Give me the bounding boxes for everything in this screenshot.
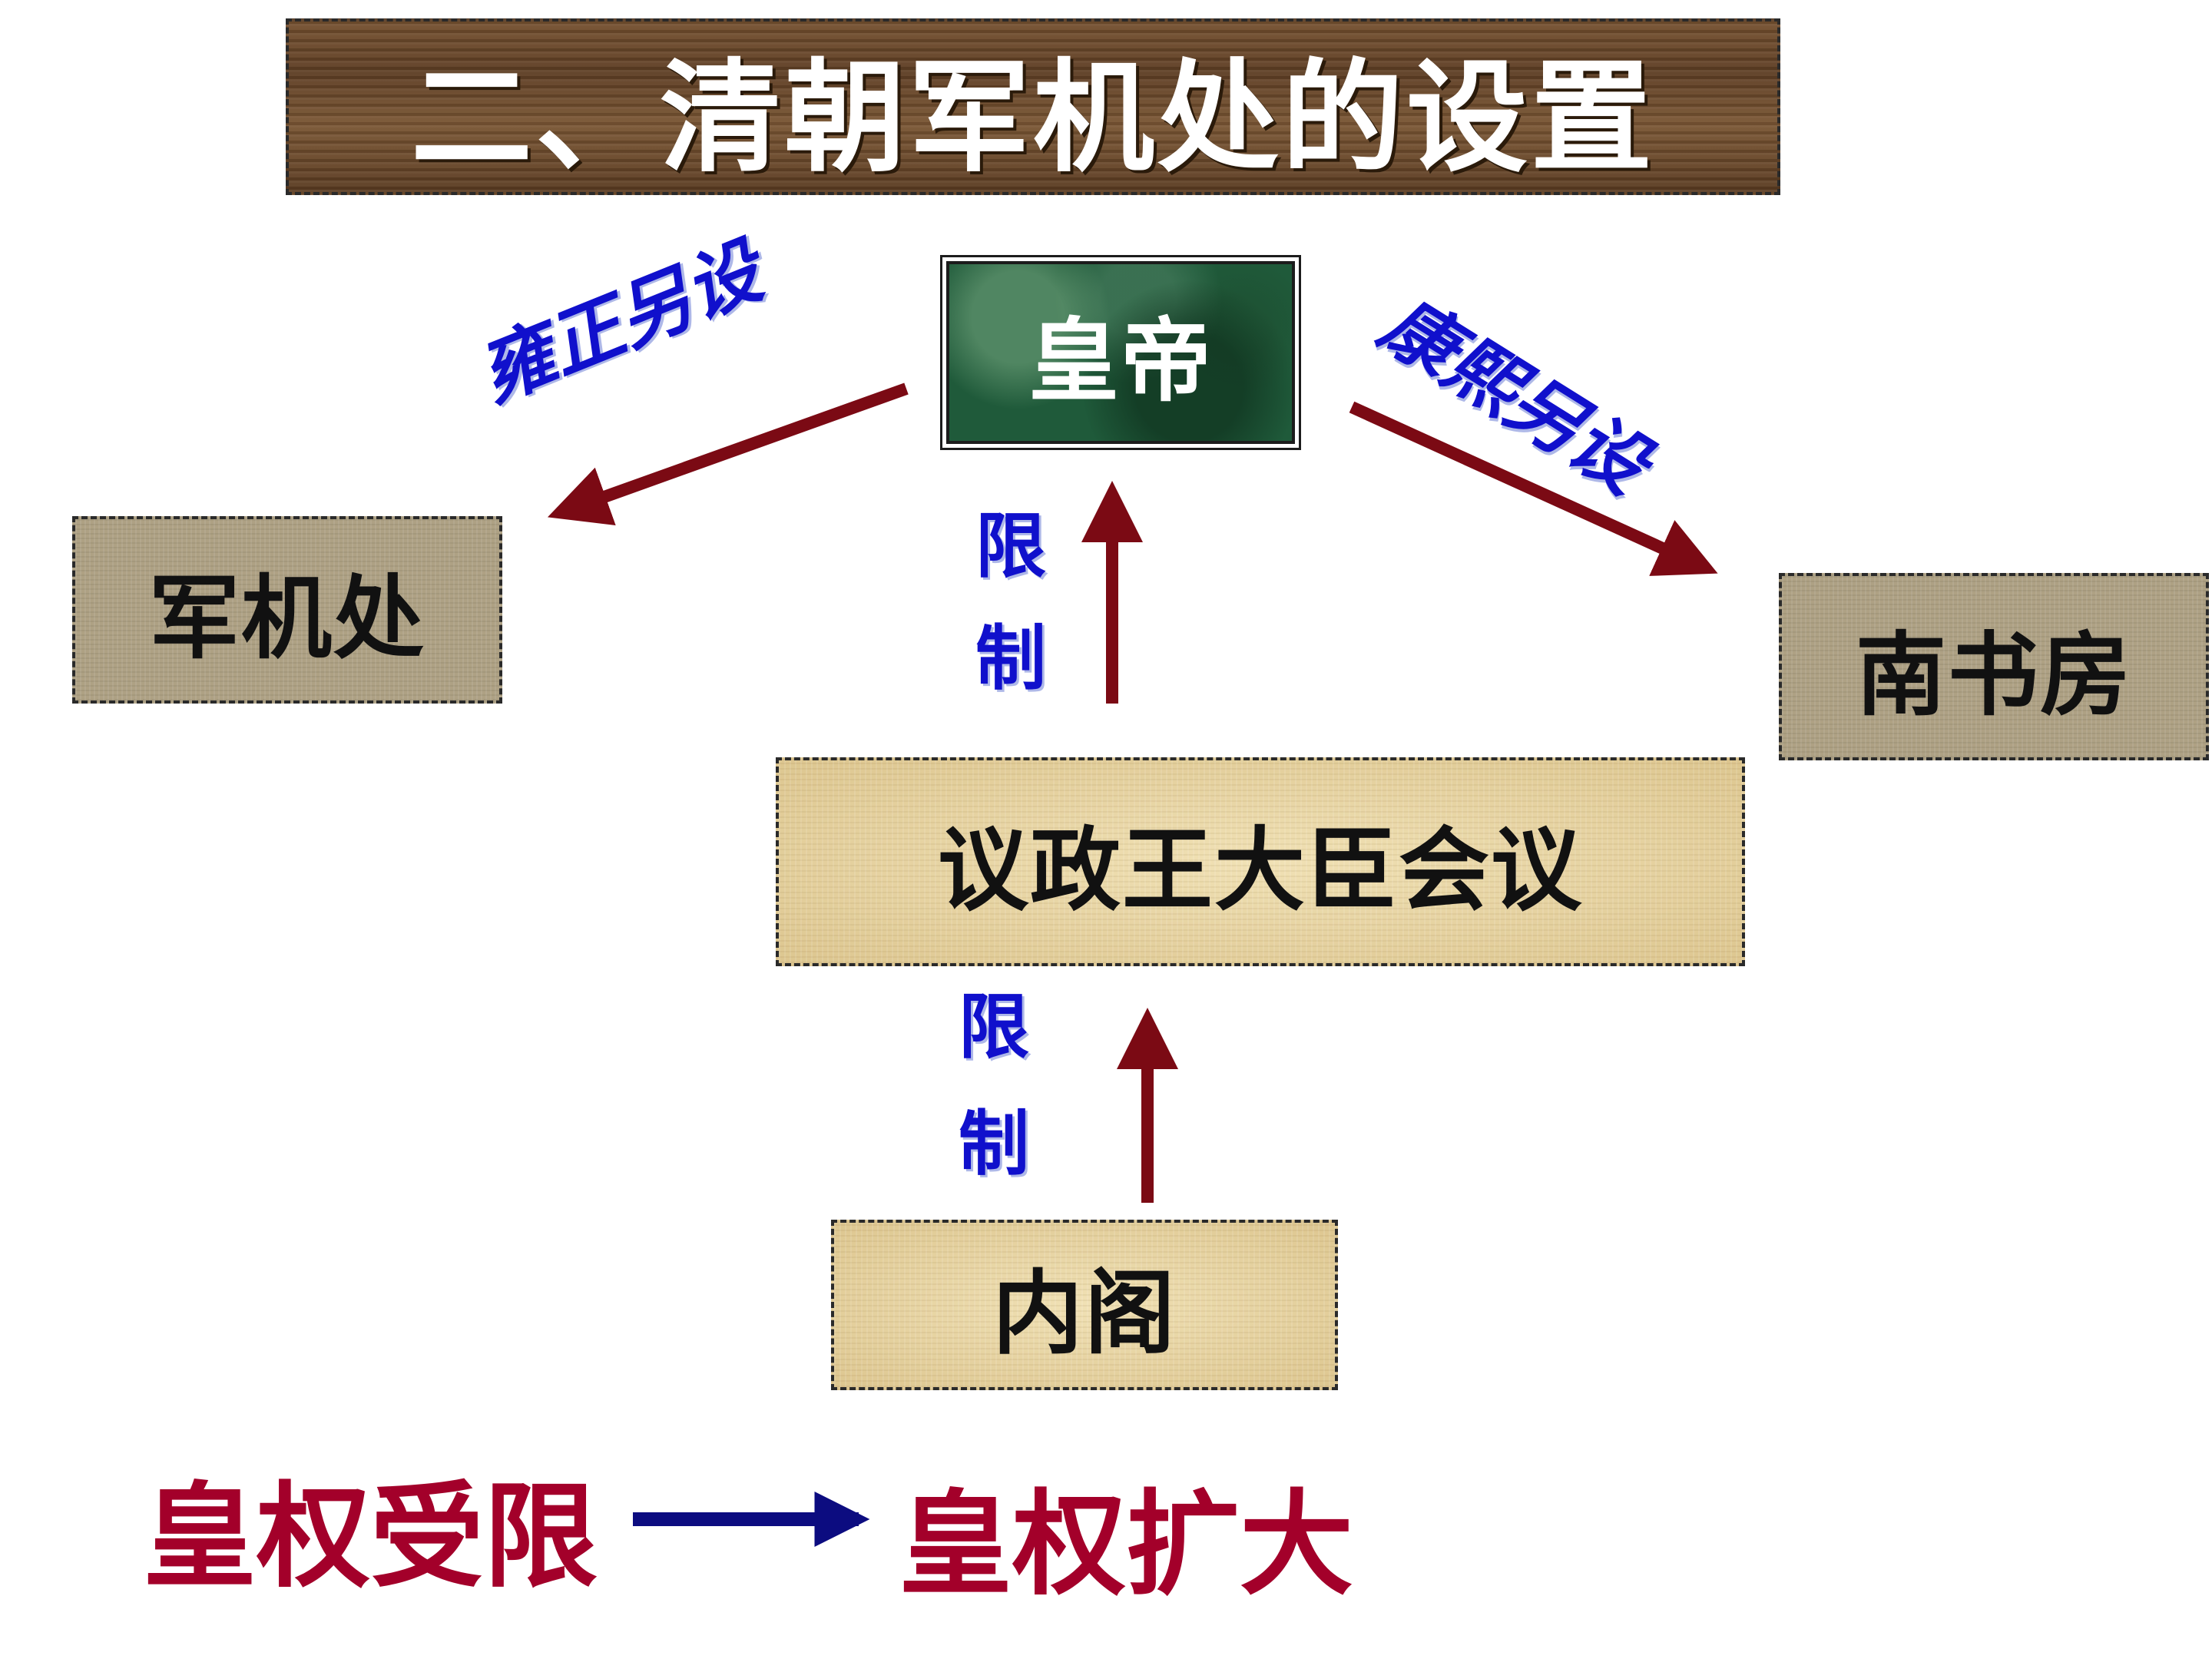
node-neige: 内阁 [831, 1220, 1338, 1390]
node-nanshufang: 南书房 [1779, 573, 2209, 760]
label-limit-bottom-2: 制 [959, 1103, 1030, 1185]
node-yizheng-council: 议政王大臣会议 [776, 757, 1745, 966]
arrow-emperor-to-junjichu [547, 382, 909, 526]
conclusion-before: 皇权受限 [143, 1471, 598, 1603]
node-emperor: 皇帝 [940, 255, 1301, 450]
title-banner: 二、清朝军机处的设置 [286, 18, 1780, 195]
node-nanshufang-label: 南书房 [1855, 621, 2132, 728]
label-limit-bottom-1: 限 [959, 986, 1030, 1068]
node-neige-label: 内阁 [992, 1260, 1177, 1366]
node-junjichu-label: 军机处 [148, 565, 426, 671]
conclusion-after: 皇权扩大 [899, 1479, 1353, 1611]
node-emperor-label: 皇帝 [1028, 307, 1213, 414]
node-yizheng-council-label: 议政王大臣会议 [937, 816, 1583, 923]
node-junjichu: 军机处 [72, 516, 502, 704]
label-limit-top-1: 限 [975, 505, 1047, 588]
arrow-emperor-to-nanshufang [1349, 401, 1718, 576]
page-title: 二、清朝军机处的设置 [411, 47, 1655, 189]
label-limit-top-2: 制 [975, 618, 1047, 700]
